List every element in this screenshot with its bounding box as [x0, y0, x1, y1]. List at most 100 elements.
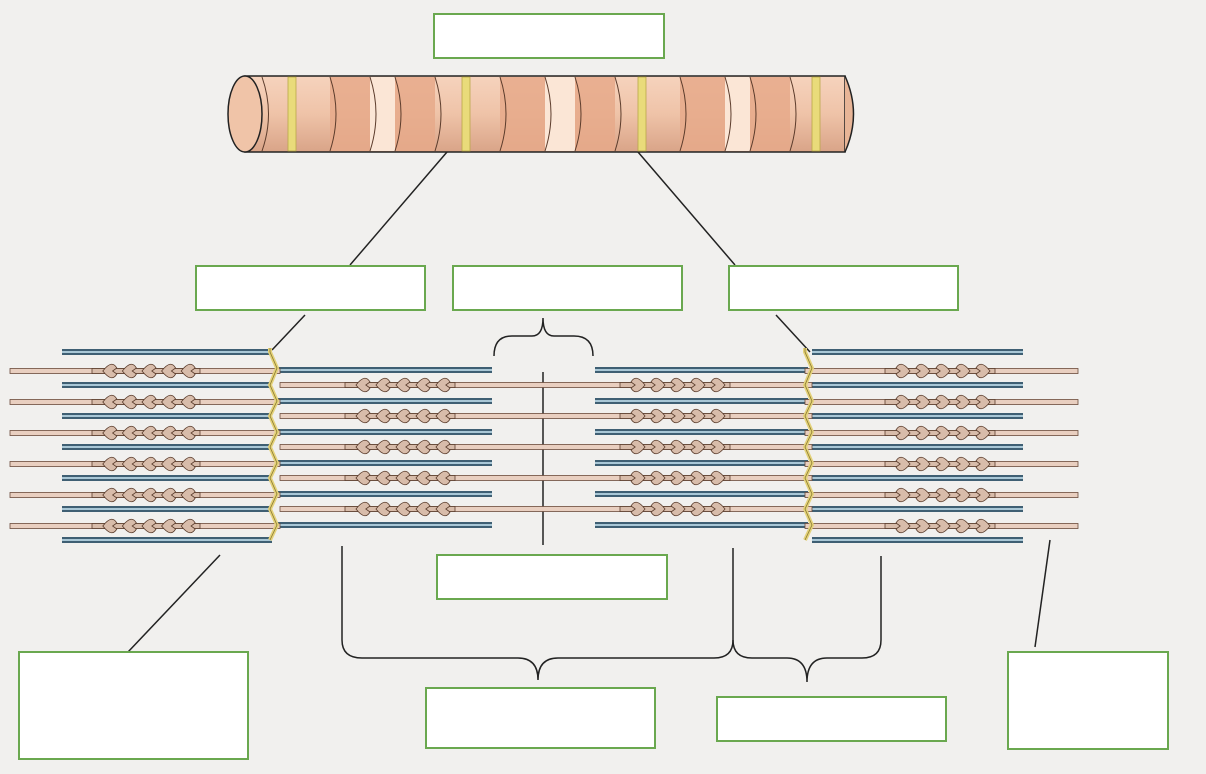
myosin-head — [630, 377, 646, 393]
myosin-head — [141, 363, 157, 379]
myosin-head — [395, 501, 411, 517]
myosin-head — [180, 394, 196, 410]
myosin-head — [915, 425, 931, 441]
myosin-head — [955, 363, 971, 379]
myosin-head — [395, 377, 411, 393]
myosin-head — [690, 439, 706, 455]
myosin-head — [395, 470, 411, 486]
myosin-head — [355, 439, 371, 455]
myosin-head — [710, 501, 726, 517]
myosin-head — [102, 425, 118, 441]
myosin-head — [710, 377, 726, 393]
actin-filament — [279, 382, 813, 388]
braces — [341, 317, 882, 683]
myosin-head — [915, 394, 931, 410]
myosin-head — [650, 439, 666, 455]
sarcomere — [9, 348, 1079, 543]
myosin-head — [650, 501, 666, 517]
myosin-head — [630, 470, 646, 486]
myosin-head — [690, 470, 706, 486]
myosin-head — [915, 518, 931, 534]
myosin-head — [955, 394, 971, 410]
myosin-head — [415, 470, 431, 486]
myosin-head — [975, 456, 991, 472]
myosin-head — [121, 487, 137, 503]
myosin-head — [180, 487, 196, 503]
myosin-head — [180, 518, 196, 534]
myosin-head — [670, 470, 686, 486]
myosin-head — [650, 377, 666, 393]
h-zone-label-box[interactable] — [452, 265, 683, 311]
myosin-head — [670, 377, 686, 393]
myosin-head — [975, 425, 991, 441]
myosin-head — [102, 394, 118, 410]
myosin-head — [935, 518, 951, 534]
myosin-head — [630, 439, 646, 455]
actin-filament — [279, 444, 813, 450]
myosin-head — [975, 518, 991, 534]
actin-filament — [279, 506, 813, 512]
myosin-head — [161, 425, 177, 441]
myosin-head — [141, 518, 157, 534]
myosin-head — [121, 425, 137, 441]
myosin-head — [161, 363, 177, 379]
myosin-head — [915, 487, 931, 503]
thin-filament-label-box[interactable] — [1007, 651, 1169, 750]
myosin-head — [955, 425, 971, 441]
myosin-head — [161, 456, 177, 472]
myosin-head — [670, 439, 686, 455]
myosin-head — [710, 470, 726, 486]
myosin-head — [895, 456, 911, 472]
myosin-head — [670, 408, 686, 424]
myosin-head — [355, 501, 371, 517]
myosin-head — [180, 456, 196, 472]
myosin-head — [102, 363, 118, 379]
myosin-head — [415, 377, 431, 393]
myosin-head — [690, 377, 706, 393]
myosin-head — [102, 487, 118, 503]
myosin-head — [102, 456, 118, 472]
myosin-head — [895, 394, 911, 410]
myosin-head — [690, 501, 706, 517]
fiber-label-box[interactable] — [433, 13, 665, 59]
myosin-head — [141, 394, 157, 410]
myosin-head — [355, 470, 371, 486]
myosin-head — [975, 487, 991, 503]
myosin-head — [375, 377, 391, 393]
myosin-head — [690, 408, 706, 424]
myosin-head — [935, 487, 951, 503]
thick-filament-label-box[interactable] — [18, 651, 249, 760]
myosin-head — [435, 501, 451, 517]
myosin-head — [415, 501, 431, 517]
myosin-head — [375, 408, 391, 424]
myosin-head — [161, 487, 177, 503]
myosin-head — [121, 518, 137, 534]
myosin-head — [935, 394, 951, 410]
actin-filament — [279, 475, 813, 481]
myosin-head — [375, 439, 391, 455]
myosin-head — [141, 456, 157, 472]
myosin-head — [955, 518, 971, 534]
myosin-head — [650, 470, 666, 486]
myosin-head — [415, 408, 431, 424]
myosin-head — [395, 439, 411, 455]
z-disc-left-label-box[interactable] — [195, 265, 426, 311]
myosin-head — [710, 439, 726, 455]
myosin-head — [895, 363, 911, 379]
muscle-fiber — [227, 75, 855, 153]
z-disc-right-label-box[interactable] — [728, 265, 959, 311]
i-band-label-box[interactable] — [716, 696, 947, 742]
myosin-head — [935, 363, 951, 379]
myosin-head — [161, 394, 177, 410]
myosin-head — [895, 487, 911, 503]
myosin-head — [141, 487, 157, 503]
myosin-head — [630, 501, 646, 517]
myosin-head — [102, 518, 118, 534]
a-band-label-box[interactable] — [425, 687, 656, 749]
myosin-head — [415, 439, 431, 455]
myosin-head — [121, 394, 137, 410]
myosin-head — [935, 456, 951, 472]
myosin-head — [955, 456, 971, 472]
myosin-head — [395, 408, 411, 424]
m-line-label-box[interactable] — [436, 554, 668, 600]
